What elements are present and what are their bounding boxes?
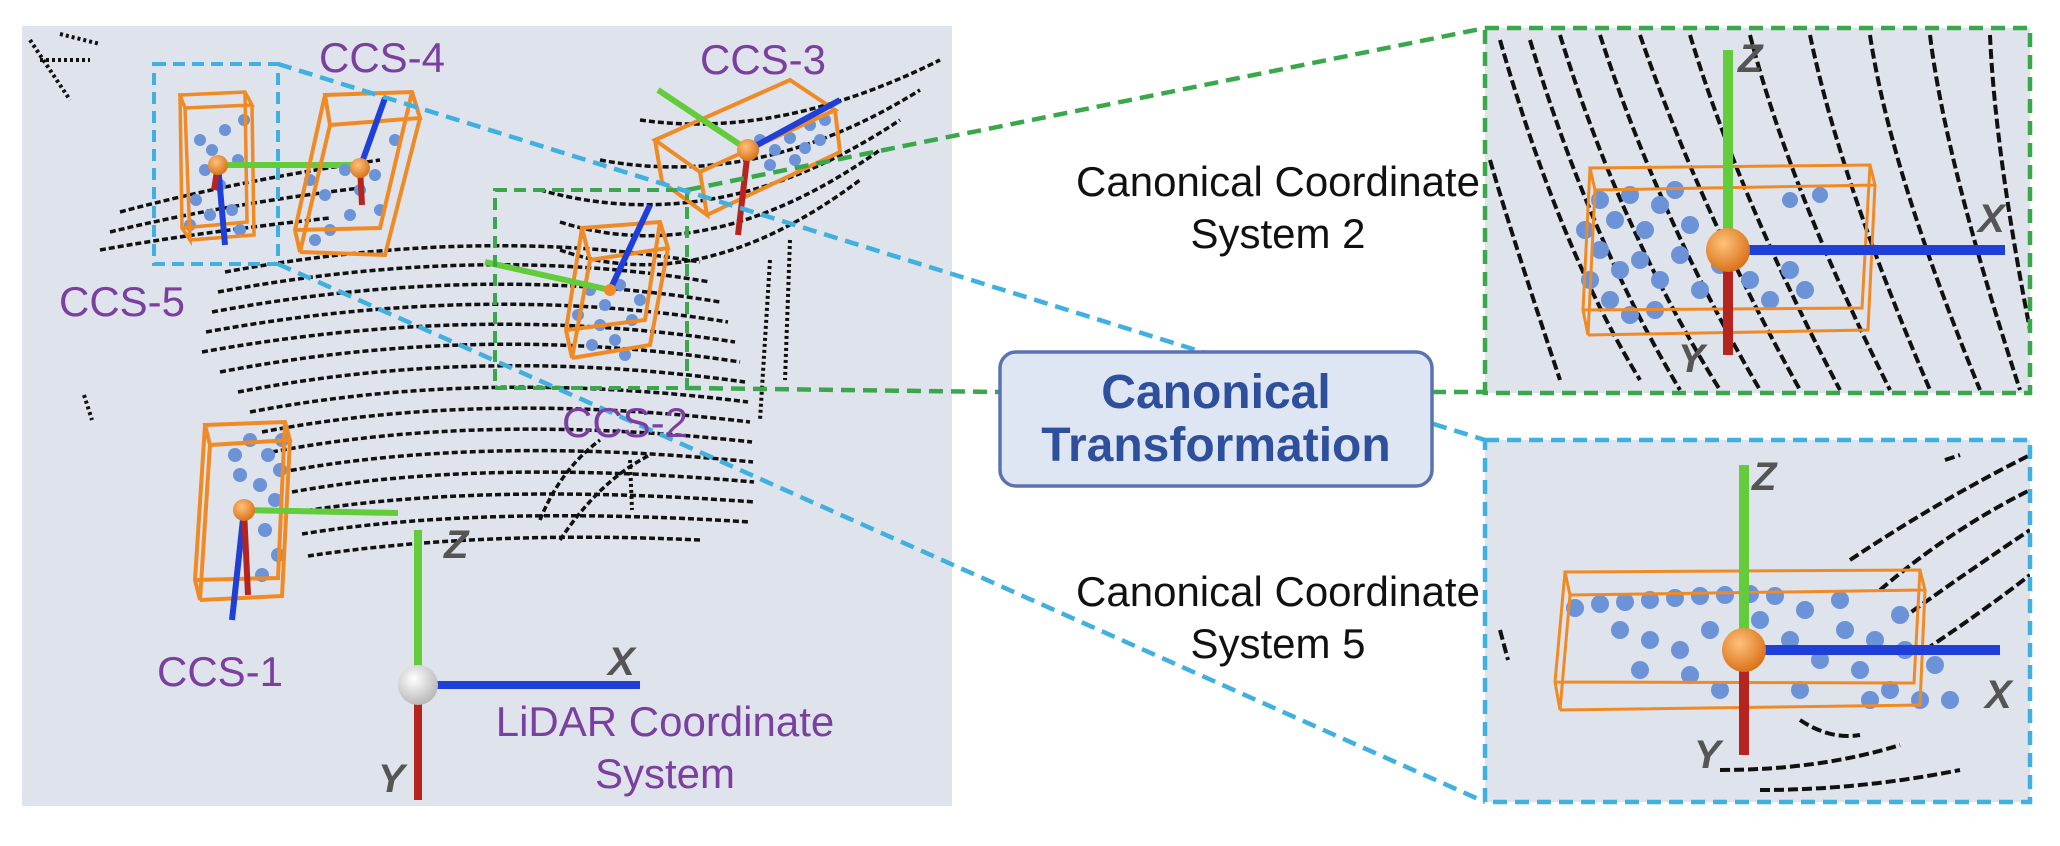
zoom-bottom-bounding-box	[1553, 568, 1927, 712]
label-ccs-5: CCS-5	[59, 278, 185, 325]
point-cloud-ccs-2	[572, 279, 646, 361]
caption-ccs-5-line2: System 5	[1190, 620, 1365, 667]
zoom-panel-top-background	[1485, 28, 2030, 393]
zoom-bottom-y-label: Y	[1694, 733, 1724, 777]
zoom-panel-top-border	[1482, 25, 2033, 396]
zoom-panel-ccs-5	[1482, 437, 2033, 805]
lidar-caption-line1: LiDAR Coordinate	[496, 698, 835, 745]
transformation-title-line1: Canonical	[1101, 366, 1330, 419]
transformation-box-frame	[998, 350, 1434, 488]
caption-ccs-2-line2: System 2	[1190, 210, 1365, 257]
zoom-bottom-z-label: Z	[1751, 455, 1778, 499]
point-cloud-ccs-5	[184, 114, 250, 236]
connector-lines	[277, 25, 1486, 805]
object-box-ccs-4	[292, 89, 423, 258]
zoom-bottom-origin-sphere	[1722, 628, 1766, 672]
highlight-box-ccs-2	[493, 188, 689, 390]
object-box-ccs-5	[177, 90, 352, 247]
zoom-top-y-label: Y	[1678, 337, 1708, 381]
label-ccs-1: CCS-1	[157, 648, 283, 695]
caption-ccs-2-line1: Canonical Coordinate	[1076, 158, 1480, 205]
highlight-box-ccs-5	[152, 62, 280, 266]
zoom-top-bounding-box	[1581, 163, 1877, 337]
zoom-panel-bottom-border	[1482, 437, 2033, 805]
lidar-y-label: Y	[378, 757, 408, 801]
label-ccs-2: CCS-2	[562, 399, 688, 446]
zoom-panel-ccs-2	[1482, 25, 2033, 396]
caption-ccs-5-line1: Canonical Coordinate	[1076, 568, 1480, 615]
transformation-title-line2: Transformation	[1041, 419, 1390, 472]
lidar-x-label: X	[606, 640, 637, 684]
lidar-caption-line2: System	[595, 750, 735, 797]
zoom-top-z-label: Z	[1737, 37, 1764, 81]
zoom-top-scan-lines	[1488, 34, 2030, 392]
label-ccs-4: CCS-4	[319, 34, 445, 81]
zoom-top-origin-sphere	[1706, 228, 1750, 272]
lidar-origin-sphere	[398, 665, 438, 705]
label-ccs-3: CCS-3	[700, 36, 826, 83]
object-box-ccs-3	[650, 77, 843, 236]
lidar-scatter-points	[28, 32, 792, 511]
zoom-bottom-scan-lines	[1498, 453, 2030, 792]
lidar-z-label: Z	[443, 523, 470, 567]
lidar-coordinate-axes	[398, 530, 640, 800]
zoom-bottom-x-label: X	[1983, 673, 2014, 717]
lidar-scene-panel	[22, 26, 952, 806]
object-box-ccs-1	[192, 419, 399, 621]
object-box-ccs-2	[484, 203, 671, 361]
canonical-transformation-box: Canonical Transformation	[998, 350, 1434, 488]
zoom-top-x-label: X	[1976, 197, 2007, 241]
lidar-scan-rings	[99, 58, 941, 558]
